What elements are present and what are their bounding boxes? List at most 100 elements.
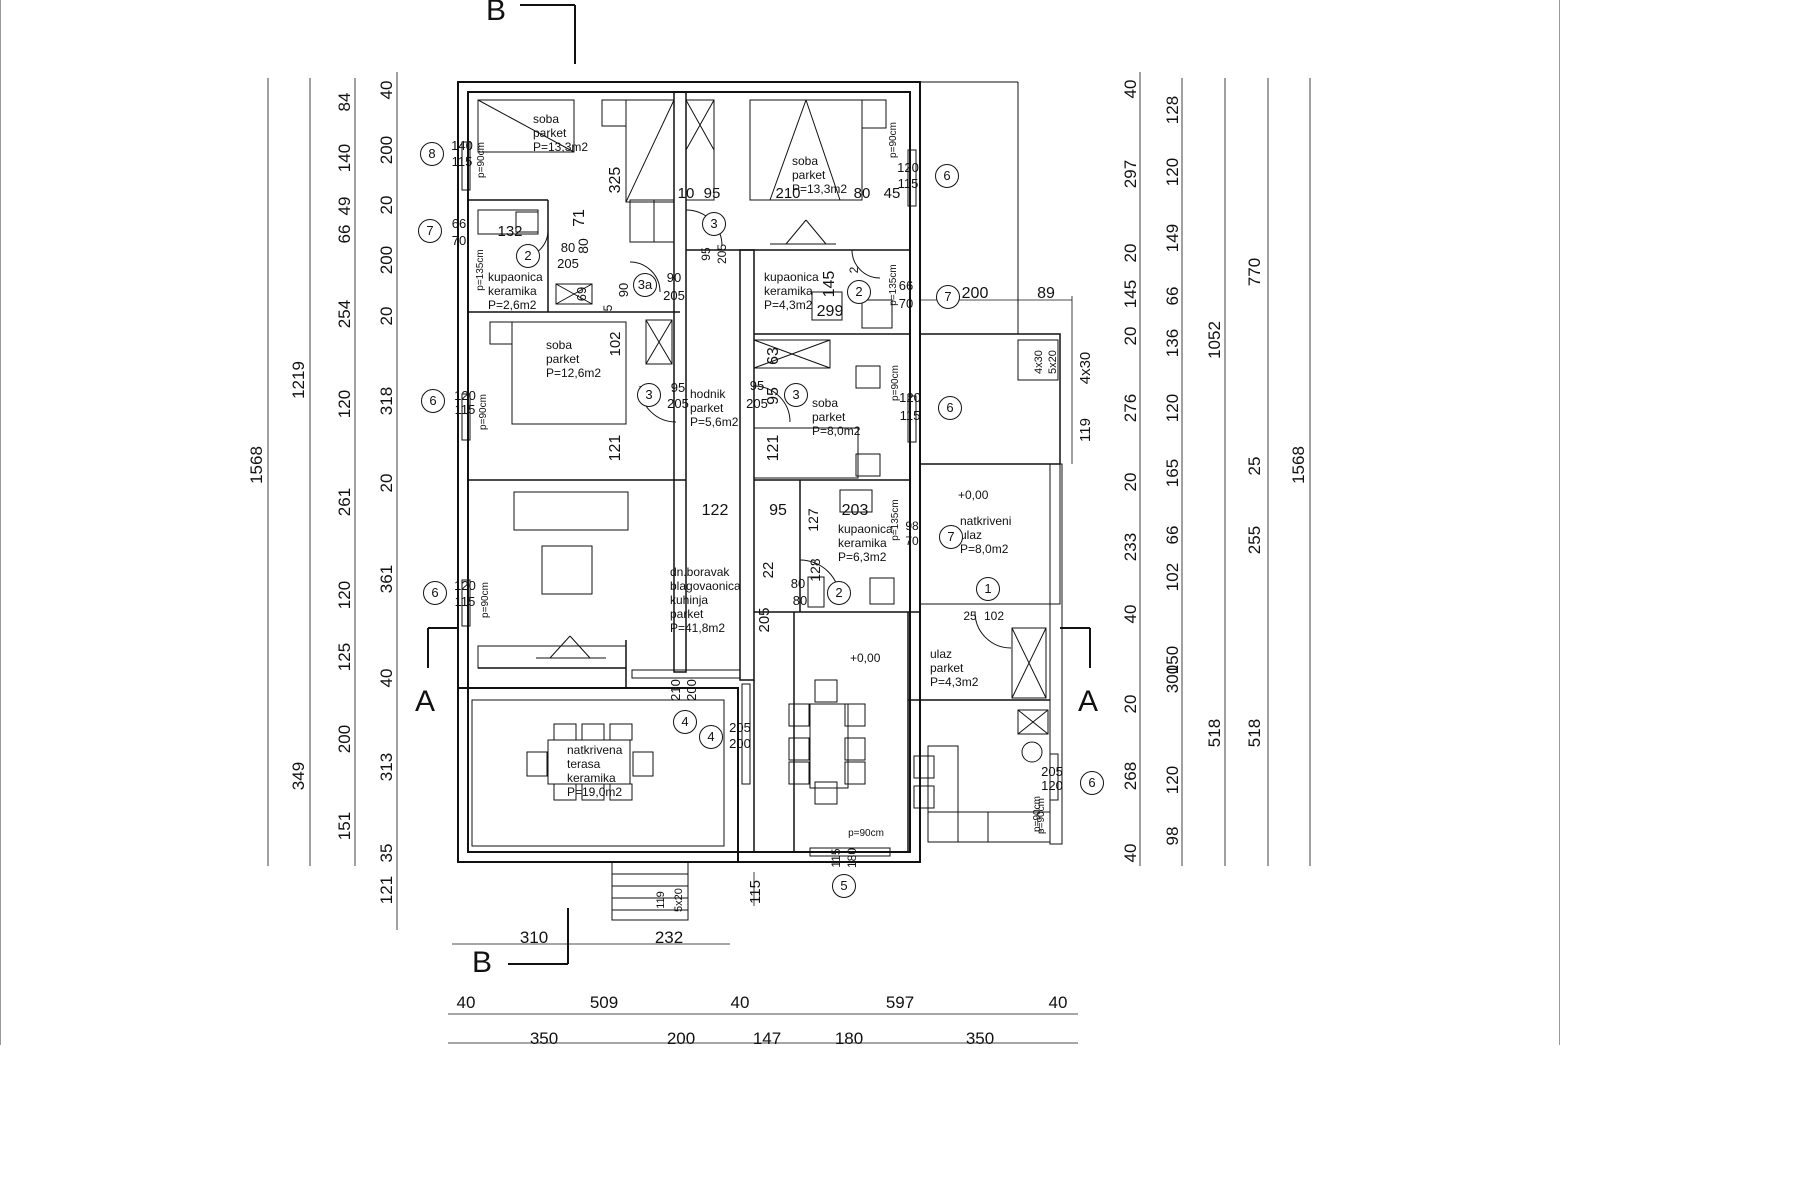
dimension-left-a: 140	[335, 144, 354, 172]
dimension-bottom-1: 40	[1049, 993, 1068, 1012]
dimension-inner: 95	[769, 502, 787, 519]
dimension-right-c: 1052	[1205, 321, 1224, 359]
dimension-right-d: 25	[1245, 457, 1264, 476]
element-marker: 7	[936, 285, 960, 309]
dimension-inner: 120	[454, 578, 476, 593]
element-marker: 6	[423, 581, 447, 605]
dimension-right-a: 20	[1121, 244, 1140, 263]
dimension-inner: 25	[963, 609, 977, 623]
room-label: kupaonica keramika P=2,6m2	[488, 270, 543, 312]
dimension-bottom-1: 40	[731, 993, 750, 1012]
dimension-inner: 140	[451, 138, 473, 153]
dimension-left-b: 40	[377, 669, 396, 688]
dimension-inner: 180	[845, 848, 859, 868]
element-marker: 4	[673, 710, 697, 734]
dimension-inner: 4x30	[1077, 352, 1094, 385]
dimension-inner: 115	[898, 176, 919, 191]
window-label: p=90cm	[480, 582, 491, 618]
dimension-inner: 90	[667, 270, 681, 285]
dimension-left-b: 20	[377, 196, 396, 215]
section-a-right: A	[1078, 685, 1099, 718]
room-label: soba parket P=12,6m2	[546, 338, 602, 380]
dimension-inner: 132	[497, 223, 522, 240]
dimension-right-b: 120	[1163, 158, 1182, 186]
element-marker: 2	[516, 244, 540, 268]
dimension-bottom-1: 40	[457, 993, 476, 1012]
room-label: natkriveni ulaz P=8,0m2	[960, 514, 1012, 556]
dimension-inner: 145	[821, 271, 838, 298]
dimension-inner: 95	[704, 185, 721, 202]
dimension-inner: 120	[1041, 778, 1063, 793]
dimension-left-a: 254	[335, 300, 354, 328]
dimension-right-b: 120	[1163, 394, 1182, 422]
dimension-right-d: 518	[1245, 719, 1264, 747]
dimension-inner: 325	[607, 167, 624, 194]
dimension-inner: 210	[668, 679, 683, 701]
dimension-inner: 80	[575, 238, 591, 254]
element-marker: 6	[938, 396, 962, 420]
room-label: soba parket P=8,0m2	[812, 396, 861, 438]
element-marker: 3	[784, 383, 808, 407]
level-mark: +0,00	[958, 488, 989, 502]
dimension-bottom-3: 232	[655, 928, 683, 947]
dimension-right-b: 149	[1163, 224, 1182, 252]
element-marker: 4	[699, 725, 723, 749]
terrace-outline	[457, 687, 739, 863]
dimension-right-b: 102	[1163, 563, 1182, 591]
window-label: p=90cm	[888, 122, 899, 158]
furniture	[477, 99, 1051, 843]
dimension-lines	[267, 72, 1311, 1044]
dimension-right-b: 66	[1163, 287, 1182, 306]
dimension-right-d: 770	[1245, 258, 1264, 286]
dimension-bottom-2: 350	[966, 1029, 994, 1045]
dimension-right-a: 297	[1121, 160, 1140, 188]
dimension-inner: 66	[899, 278, 913, 293]
dimension-left-a: 120	[335, 390, 354, 418]
element-marker: 8	[420, 142, 444, 166]
dimension-right-b: 120	[1163, 766, 1182, 794]
dimension-inner: 45	[884, 185, 901, 202]
dimension-inner: 98	[905, 519, 919, 533]
element-marker: 7	[939, 525, 963, 549]
element-marker: 3a	[633, 273, 657, 297]
dimension-inner: 205	[663, 288, 685, 303]
dimension-inner: 5x20	[1047, 350, 1059, 374]
window-label: p=90cm	[1036, 798, 1047, 834]
room-label: ulaz parket P=4,3m2	[930, 647, 979, 689]
dimension-left-b: 361	[377, 565, 396, 593]
dimension-inner: 95	[765, 387, 782, 405]
dimension-left-a: 84	[335, 93, 354, 112]
dimension-right-a: 233	[1121, 533, 1140, 561]
dimension-inner: 69	[574, 287, 589, 301]
dimension-inner: 121	[765, 435, 782, 462]
dimension-bottom-2: 350	[530, 1029, 558, 1045]
dimension-inner: 127	[805, 508, 821, 532]
element-marker: 5	[832, 874, 856, 898]
window-label: p=90cm	[848, 828, 884, 839]
dimension-left-a: 120	[335, 581, 354, 609]
dimension-right-b: 150	[1163, 646, 1182, 674]
interior-walls	[468, 91, 1050, 852]
dimension-inner: 70	[452, 233, 466, 248]
dimension-inner: 203	[842, 502, 869, 519]
dimension-inner: 4x30	[1033, 350, 1045, 374]
element-marker: 7	[418, 219, 442, 243]
section-a-left: A	[415, 685, 436, 718]
dimension-inner: 115	[829, 848, 843, 867]
dimension-left-mid: 349	[289, 762, 308, 790]
dimension-inner: 102	[607, 331, 624, 356]
dimension-inner: 205	[729, 720, 751, 735]
dimension-left-mid: 1219	[289, 361, 308, 399]
window-label: p=90cm	[478, 394, 489, 430]
dimension-inner: 200	[729, 736, 751, 751]
window-label: p=135cm	[475, 249, 486, 290]
element-marker: 2	[827, 581, 851, 605]
dimension-left-a: 261	[335, 488, 354, 516]
dimension-inner: 115	[747, 880, 764, 904]
dimension-left-b: 20	[377, 307, 396, 326]
dimension-bottom-2: 200	[667, 1029, 695, 1045]
element-marker: 3	[702, 212, 726, 236]
dimension-inner: 128	[807, 558, 823, 582]
dimension-inner: 90	[616, 283, 631, 297]
dimension-left-b: 121	[377, 876, 396, 904]
